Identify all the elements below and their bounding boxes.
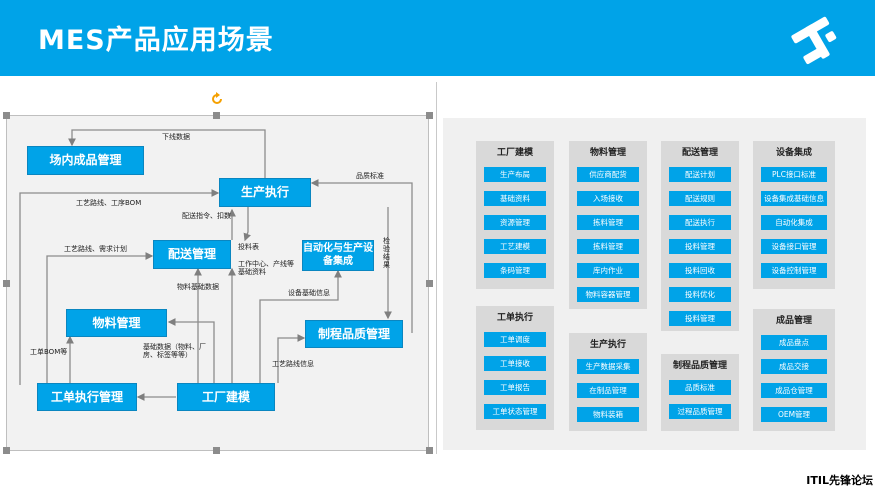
edge-label: 工艺路线、工序BOM: [76, 199, 142, 207]
module-item[interactable]: 生产数据采集: [577, 359, 639, 374]
module-group: 工厂建模生产布局基础资料资源管理工艺建模条码管理: [476, 141, 554, 289]
resize-handle[interactable]: [426, 447, 433, 454]
edge-label: 工单BOM等: [30, 348, 68, 356]
resize-handle[interactable]: [426, 112, 433, 119]
section-divider: [436, 82, 437, 454]
module-item[interactable]: 品质标准: [669, 380, 731, 395]
module-item[interactable]: 投料管理: [669, 311, 731, 326]
module-group: 配送管理配送计划配送规则配送执行投料管理投料回收投料优化投料管理: [661, 141, 739, 331]
edge-label: 工艺路线、需求计划: [64, 245, 127, 253]
module-group: 成品管理成品盘点成品交接成品仓管理 OEM管理: [753, 309, 835, 431]
module-item[interactable]: 物料容器管理: [577, 287, 639, 302]
module-group-title: 工单执行: [496, 313, 533, 323]
module-group: 生产执行生产数据采集在制品管理物料装箱: [569, 333, 647, 431]
edge-label: 物料基础数据: [177, 283, 219, 291]
module-item[interactable]: 投料回收: [669, 263, 731, 278]
module-item[interactable]: PLC接口标准: [761, 167, 827, 182]
module-group-title: 设备集成: [775, 148, 812, 158]
module-item[interactable]: 供应商配货: [577, 167, 639, 182]
node-quality-mgmt[interactable]: 制程品质管理: [305, 320, 403, 348]
module-item[interactable]: 投料管理: [669, 239, 731, 254]
node-workorder-exec[interactable]: 工单执行管理: [37, 383, 137, 411]
module-group: 工单执行工单调度工单接收工单报告工单状态管理: [476, 306, 554, 430]
edge-label: 设备基础信息: [288, 289, 330, 297]
module-group-title: 工厂建模: [496, 148, 533, 158]
module-item[interactable]: 成品盘点: [761, 335, 827, 350]
header-bar: MES产品应用场景: [0, 0, 875, 76]
module-item[interactable]: 工艺建模: [484, 239, 546, 254]
node-automation-integration[interactable]: 自动化与生产设备集成: [302, 240, 374, 271]
resize-handle[interactable]: [3, 447, 10, 454]
module-item[interactable]: 生产布局: [484, 167, 546, 182]
module-item[interactable]: 拣料管理: [577, 239, 639, 254]
edge-label: 配送指令、扣数: [182, 212, 231, 220]
module-item[interactable]: 自动化集成: [761, 215, 827, 230]
module-item[interactable]: 工单调度: [484, 332, 546, 347]
module-item[interactable]: 设备接口管理: [761, 239, 827, 254]
module-item[interactable]: 在制品管理: [577, 383, 639, 398]
module-item[interactable]: 库内作业: [577, 263, 639, 278]
module-group-title: 配送管理: [681, 148, 718, 158]
edge-label: 检验结果: [383, 237, 390, 270]
module-group: 制程品质管理品质标准过程品质管理: [661, 354, 739, 431]
edge-label: 工作中心、产线等基础资料: [238, 260, 294, 277]
module-group: 物料管理供应商配货入场接收拣料管理拣料管理库内作业物料容器管理: [569, 141, 647, 309]
edge-label: 投料表: [238, 243, 259, 251]
module-item[interactable]: 基础资料: [484, 191, 546, 206]
edge-label: 基础数据（物料、厂房、标签等等）: [143, 343, 206, 360]
node-production-exec[interactable]: 生产执行: [219, 178, 311, 207]
module-item[interactable]: 条码管理: [484, 263, 546, 278]
node-delivery-mgmt[interactable]: 配送管理: [153, 240, 231, 269]
module-item[interactable]: 配送规则: [669, 191, 731, 206]
module-item[interactable]: 成品仓管理: [761, 383, 827, 398]
resize-handle[interactable]: [3, 112, 10, 119]
module-item[interactable]: 资源管理: [484, 215, 546, 230]
module-item[interactable]: 入场接收: [577, 191, 639, 206]
module-group-title: 物料管理: [589, 148, 626, 158]
module-item[interactable]: 设备集成基础信息: [761, 191, 827, 206]
module-item[interactable]: 配送计划: [669, 167, 731, 182]
module-item[interactable]: OEM管理: [761, 407, 827, 422]
module-item[interactable]: 投料优化: [669, 287, 731, 302]
resize-handle[interactable]: [213, 112, 220, 119]
page-title: MES产品应用场景: [38, 25, 274, 56]
module-item[interactable]: 工单报告: [484, 380, 546, 395]
module-item[interactable]: 过程品质管理: [669, 404, 731, 419]
edge-label: 品质标准: [356, 172, 384, 180]
module-group: 设备集成 PLC接口标准设备集成基础信息自动化集成设备接口管理设备控制管理: [753, 141, 835, 289]
module-item[interactable]: 设备控制管理: [761, 263, 827, 278]
resize-handle[interactable]: [3, 280, 10, 287]
node-material-mgmt[interactable]: 物料管理: [66, 309, 167, 337]
module-item[interactable]: 物料装箱: [577, 407, 639, 422]
node-field-product-mgmt[interactable]: 场内成品管理: [27, 146, 144, 175]
resize-handle[interactable]: [213, 447, 220, 454]
module-item[interactable]: 配送执行: [669, 215, 731, 230]
module-item[interactable]: 拣料管理: [577, 215, 639, 230]
brand-logo-icon: [791, 16, 837, 64]
rotate-handle-icon[interactable]: [210, 92, 224, 106]
module-item[interactable]: 工单接收: [484, 356, 546, 371]
module-group-title: 生产执行: [589, 340, 626, 350]
resize-handle[interactable]: [426, 280, 433, 287]
module-item[interactable]: 工单状态管理: [484, 404, 546, 419]
edge-label: 下线数据: [162, 133, 190, 141]
module-group-title: 成品管理: [775, 316, 812, 326]
module-item[interactable]: 成品交接: [761, 359, 827, 374]
module-group-title: 制程品质管理: [672, 361, 727, 371]
edge-label: 工艺路线信息: [272, 360, 314, 368]
node-factory-modeling[interactable]: 工厂建模: [177, 383, 275, 411]
footer-brand: ITIL先锋论坛: [806, 474, 873, 487]
